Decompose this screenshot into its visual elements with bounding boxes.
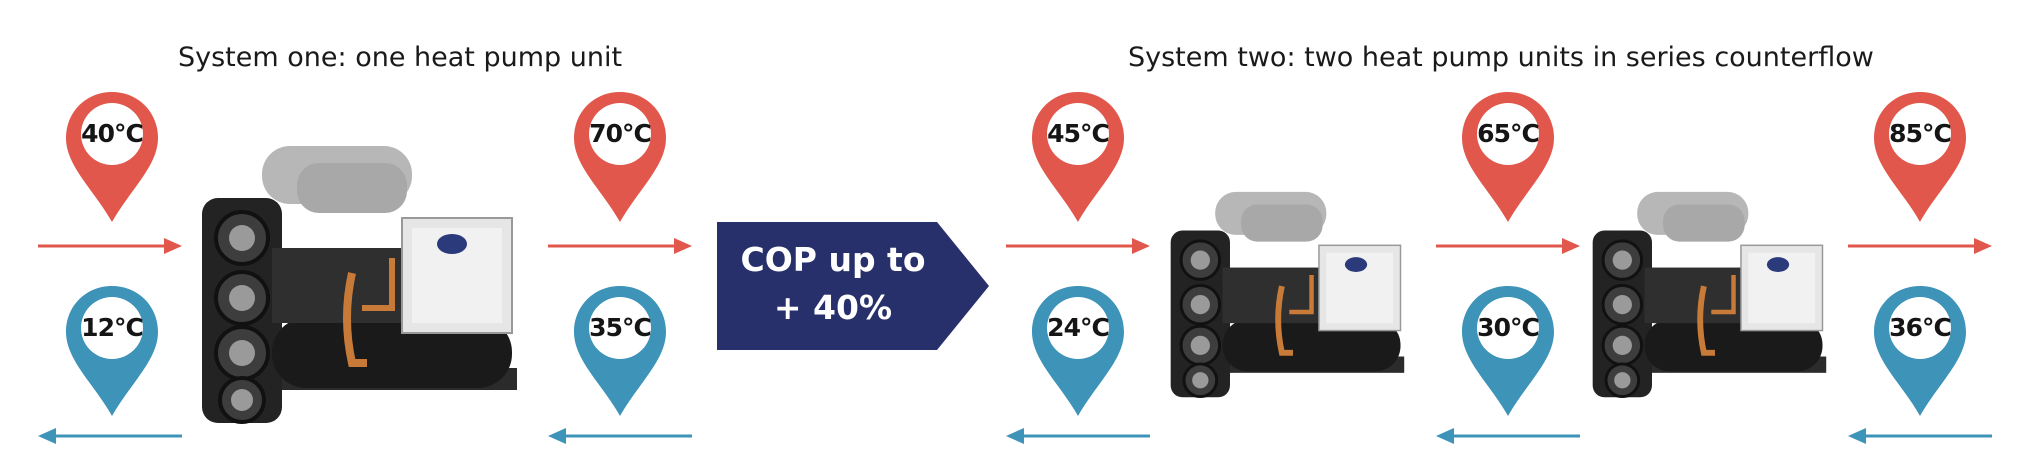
hot-arrow-s2-mid [1436,236,1580,256]
hot-arrow-s2-out [1848,236,1992,256]
cop-banner: COP up to + 40% [717,222,989,350]
heat-pump-unit-2 [1168,186,1418,401]
chevron-arrow-icon [717,222,989,350]
hot-arrow-s1-out [548,236,692,256]
system-two-title: System two: two heat pump units in serie… [1128,42,1874,73]
cop-banner-text: COP up to + 40% [717,236,949,332]
temperature-label: 70°C [589,119,652,148]
temperature-label: 45°C [1047,119,1110,148]
cold-arrow-s2-in [1848,426,1992,446]
hot-pin-s2-out: 85°C [1872,90,1968,224]
cop-banner-line1: COP up to [740,240,926,279]
temperature-label: 35°C [589,313,652,342]
temperature-label: 40°C [81,119,144,148]
system-one-title: System one: one heat pump unit [178,42,623,73]
map-pin-icon [1032,286,1124,416]
map-pin-icon [1874,92,1966,222]
temperature-label: 36°C [1889,313,1952,342]
heat-pump-unit-1 [202,138,532,428]
cold-arrow-s1-out [38,426,182,446]
map-pin-icon [1032,92,1124,222]
temperature-label: 12°C [81,313,144,342]
hot-pin-s1-out: 70°C [572,90,668,224]
map-pin-icon [574,92,666,222]
hot-pin-s2-in: 45°C [1030,90,1126,224]
cop-banner-line2: + 40% [773,288,893,327]
hot-arrow-s1-in [38,236,182,256]
cold-arrow-s2-out [1006,426,1150,446]
temperature-label: 30°C [1477,313,1540,342]
cold-pin-s2-mid: 30°C [1460,284,1556,418]
cold-pin-s1-out: 12°C [64,284,160,418]
hot-arrow-s2-in [1006,236,1150,256]
map-pin-icon [1462,92,1554,222]
cold-pin-s2-in: 36°C [1872,284,1968,418]
cold-pin-s1-in: 35°C [572,284,668,418]
cold-pin-s2-out: 24°C [1030,284,1126,418]
temperature-label: 24°C [1047,313,1110,342]
map-pin-icon [66,286,158,416]
heat-pump-unit-3 [1590,186,1840,401]
cold-arrow-s1-in [548,426,692,446]
temperature-label: 85°C [1889,119,1952,148]
temperature-label: 65°C [1477,119,1540,148]
hot-pin-s1-in: 40°C [64,90,160,224]
hot-pin-s2-mid: 65°C [1460,90,1556,224]
map-pin-icon [1874,286,1966,416]
map-pin-icon [66,92,158,222]
map-pin-icon [1462,286,1554,416]
map-pin-icon [574,286,666,416]
cold-arrow-s2-mid [1436,426,1580,446]
